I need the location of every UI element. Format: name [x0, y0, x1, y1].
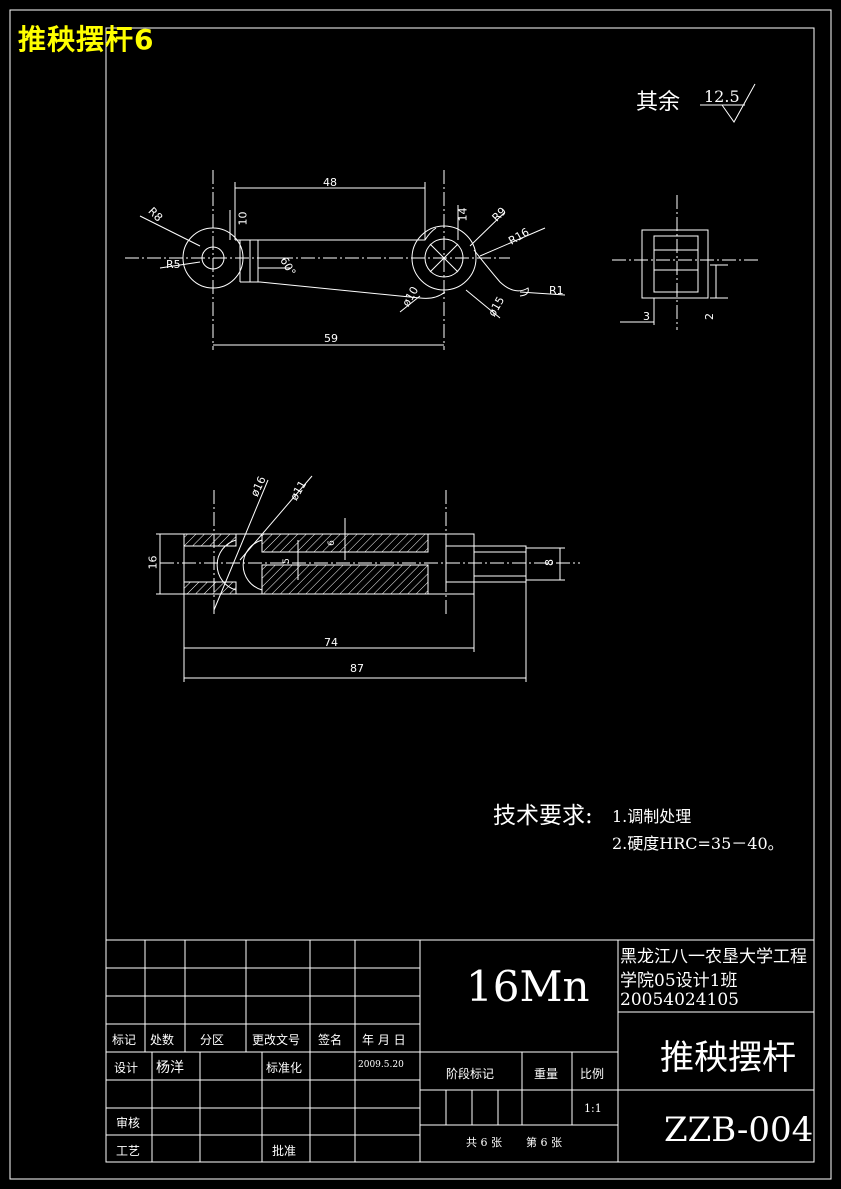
- sheet-number: 第 6 张: [526, 1136, 562, 1149]
- stage-label: 阶段标记: [446, 1067, 495, 1081]
- student-id: 20054024105: [620, 990, 739, 1010]
- drawing-number: ZZB-004: [664, 1110, 814, 1150]
- dim-small-6: 6: [326, 540, 337, 546]
- outer-border: [9, 9, 832, 1180]
- dim-radius-r5: R5: [166, 258, 181, 271]
- designer-name: 杨洋: [156, 1060, 184, 1076]
- design-date: 2009.5.20: [358, 1060, 404, 1070]
- roughness-label: 其余: [636, 90, 681, 115]
- tech-requirement-item: 1.调制处理: [612, 807, 692, 826]
- section-view: [156, 475, 580, 682]
- approve-label: 批准: [272, 1144, 297, 1158]
- dim-height-16: 16: [146, 555, 160, 570]
- material: 16Mn: [466, 962, 590, 1011]
- review-label: 审核: [116, 1116, 141, 1130]
- dim-length-74: 74: [324, 636, 338, 649]
- sheet-count: 共 6 张: [466, 1136, 502, 1149]
- scale-value: 1:1: [584, 1102, 602, 1115]
- school-line-1: 黑龙江八一农垦大学工程: [620, 947, 807, 967]
- roughness-symbol: [700, 83, 756, 123]
- design-label: 设计: [114, 1061, 139, 1075]
- dim-length-48: 48: [323, 176, 337, 189]
- dim-length-87: 87: [350, 662, 364, 675]
- scale-label: 比例: [580, 1067, 605, 1081]
- rev-header-doc: 更改文号: [252, 1033, 301, 1047]
- dim-length-59: 59: [324, 332, 338, 345]
- rev-header-date: 年 月 日: [362, 1033, 406, 1047]
- dim-width-3: 3: [643, 310, 650, 323]
- standardization-label: 标准化: [266, 1061, 303, 1075]
- roughness-value: 12.5: [704, 87, 740, 106]
- dim-height-10: 10: [236, 211, 250, 226]
- rev-header-sign: 签名: [318, 1033, 343, 1047]
- part-name: 推秧摆杆: [660, 1038, 796, 1078]
- dim-height-2: 2: [703, 313, 716, 320]
- rev-header-mark: 标记: [112, 1033, 137, 1047]
- title-block-grid: [105, 939, 815, 1163]
- tech-requirements-heading: 技术要求:: [493, 803, 593, 829]
- dim-small-5: 5: [281, 558, 292, 564]
- rev-header-zone: 分区: [200, 1033, 225, 1047]
- weight-label: 重量: [534, 1067, 559, 1081]
- sheet-title: 推秧摆杆6: [18, 23, 155, 56]
- tech-requirement-item: 2.硬度HRC=35－40。: [612, 834, 784, 853]
- dim-radius-r1: R1: [549, 284, 564, 297]
- dim-height-14: 14: [456, 207, 470, 222]
- dim-height-8: 8: [543, 559, 556, 566]
- process-label: 工艺: [116, 1144, 141, 1158]
- top-view: [125, 170, 566, 350]
- side-view: [612, 195, 760, 330]
- rev-header-count: 处数: [150, 1033, 175, 1047]
- school-line-2: 学院05设计1班: [620, 971, 738, 991]
